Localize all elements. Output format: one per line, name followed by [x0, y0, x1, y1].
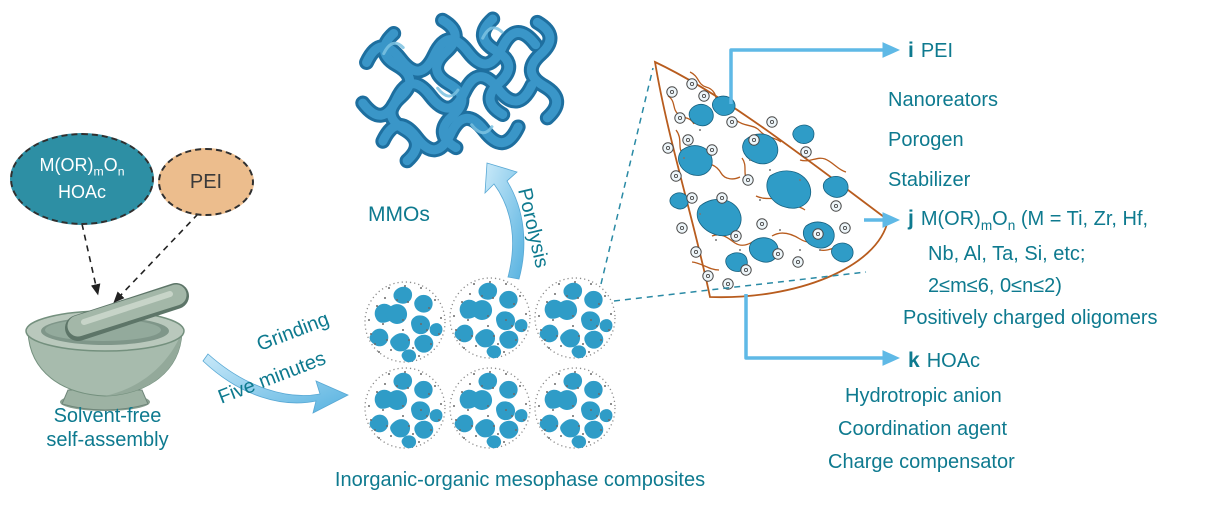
pei-label: PEI [189, 170, 223, 193]
callout-arrow-i [729, 42, 900, 104]
legend-j-line3: 2≤m≤6, 0≤n≤2) [928, 275, 1062, 297]
mmos-label: MMOs [368, 203, 430, 226]
mesophase-circles [364, 277, 616, 449]
pestle-icon [65, 283, 189, 341]
legend-k-key: k [908, 349, 920, 372]
reactant-arrows [81, 213, 199, 303]
legend-i-text: PEI [920, 40, 954, 62]
magnified-region [653, 60, 889, 299]
legend-i-key: i [908, 39, 914, 62]
legend-k-item-2: Coordination agent [838, 418, 1008, 440]
caption-line2: self-assembly [46, 429, 169, 451]
legend-i-item-2: Porogen [888, 129, 964, 151]
mesophase-circle [534, 367, 616, 449]
zoom-dashed-lines [600, 67, 867, 302]
composites-label: Inorganic-organic mesophase composites [334, 469, 706, 491]
precursor-formula: M(OR)mOn [39, 154, 125, 179]
mesophase-circle [449, 277, 531, 359]
mortar-pestle-illustration [25, 283, 189, 411]
legend-j-line4: Positively charged oligomers [903, 307, 1158, 329]
legend-j-line2: Nb, Al, Ta, Si, etc; [928, 243, 1086, 265]
legend-j-key: j [908, 207, 914, 230]
grinding-arrow [202, 353, 349, 414]
legend-k-item-1: Hydrotropic anion [845, 385, 1002, 407]
precursor-ellipse: M(OR)mOn HOAc [10, 133, 154, 225]
legend-k-item-3: Charge compensator [828, 451, 1015, 473]
pei-ellipse: PEI [158, 148, 254, 216]
mesophase-circle [534, 277, 616, 359]
legend-k-text: HOAc [926, 350, 981, 372]
legend-i-item-3: Stabilizer [888, 169, 971, 191]
pyrolysis-arrow [484, 162, 525, 280]
mesophase-circle [364, 281, 446, 363]
legend-k-title: k HOAc [908, 348, 980, 373]
legend-i-item-1: Nanoreators [888, 89, 999, 111]
mmo-structure-illustration [355, 9, 561, 164]
callout-arrow-k [744, 294, 900, 366]
mesophase-circle [364, 367, 446, 449]
texture-dots [683, 129, 821, 251]
precursor-hoac: HOAc [57, 182, 106, 203]
mesophase-circle [449, 367, 531, 449]
legend-i-title: i PEI [908, 38, 953, 63]
self-assembly-caption: Solvent-free self-assembly [15, 404, 200, 452]
caption-line1: Solvent-free [53, 405, 162, 427]
